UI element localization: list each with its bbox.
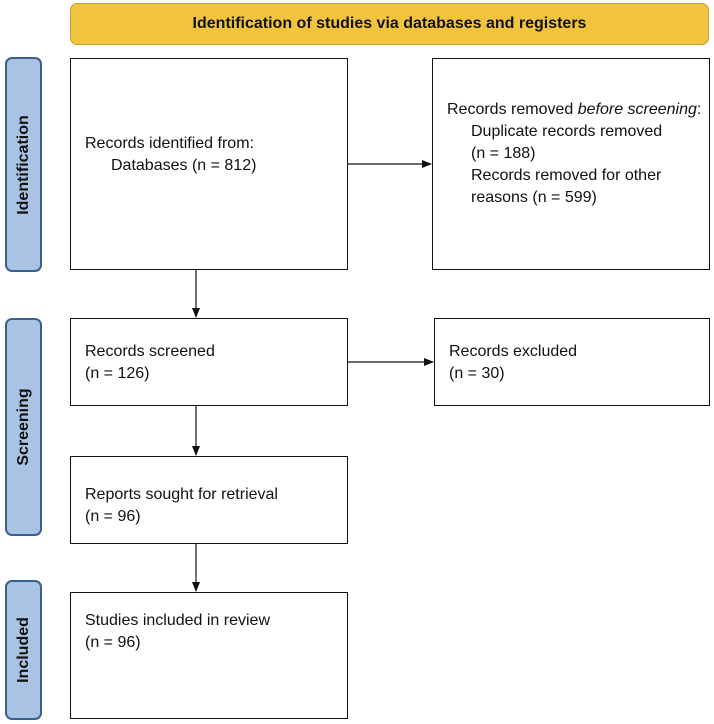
studies-included-count: (n = 96): [85, 634, 141, 651]
phase-included: Included: [5, 580, 42, 720]
reports-sought-label: Reports sought for retrieval: [85, 486, 278, 503]
duplicate-records-count: (n = 188): [471, 145, 536, 162]
records-screened-label: Records screened: [85, 343, 215, 360]
other-reasons-count: reasons (n = 599): [471, 189, 597, 206]
other-reasons-label: Records removed for other: [471, 167, 662, 184]
records-identified-label: Records identified from:: [85, 135, 254, 152]
records-excluded-count: (n = 30): [449, 365, 505, 382]
duplicate-records-label: Duplicate records removed: [471, 123, 663, 140]
header-banner: Identification of studies via databases …: [70, 3, 709, 45]
records-removed-title-1: Records removed before screening:: [447, 99, 709, 121]
records-excluded-box: Records excluded (n = 30): [434, 318, 710, 406]
records-removed-title-prefix: Records removed: [447, 101, 578, 118]
header-title: Identification of studies via databases …: [192, 15, 587, 32]
records-screened-box: Records screened (n = 126): [70, 318, 348, 406]
records-removed-box: Records removed before screening: Duplic…: [432, 58, 710, 270]
records-excluded-label: Records excluded: [449, 343, 578, 360]
records-identified-box: Records identified from: Databases (n = …: [70, 58, 348, 270]
databases-count: Databases (n = 812): [111, 157, 257, 174]
records-removed-title-italic: before screening: [577, 101, 697, 118]
records-removed-title-suffix: :: [696, 101, 702, 118]
reports-sought-box: Reports sought for retrieval (n = 96): [70, 456, 348, 544]
records-screened-count: (n = 126): [85, 365, 150, 382]
studies-included-box: Studies included in review (n = 96): [70, 592, 348, 719]
phase-identification: Identification: [5, 57, 42, 272]
reports-sought-count: (n = 96): [85, 508, 141, 525]
phase-screening: Screening: [5, 318, 42, 536]
studies-included-label: Studies included in review: [85, 612, 270, 629]
